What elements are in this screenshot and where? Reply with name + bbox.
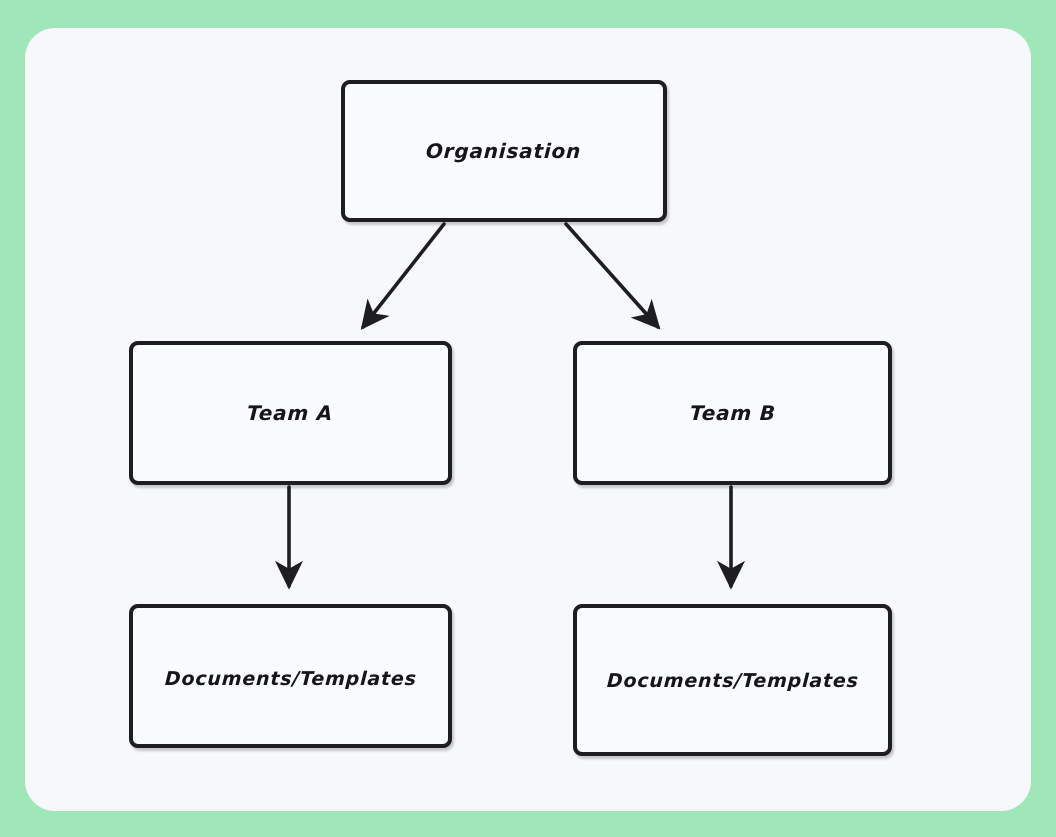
node-documents-templates-right-label: Documents/Templates	[606, 670, 859, 692]
node-organisation-label: Organisation	[425, 139, 583, 163]
node-team-a-label: Team A	[246, 401, 335, 425]
node-documents-templates-right[interactable]: Documents/Templates	[573, 604, 892, 756]
node-team-b[interactable]: Team B	[573, 341, 892, 485]
node-organisation[interactable]: Organisation	[341, 80, 667, 222]
node-team-a[interactable]: Team A	[129, 341, 452, 485]
node-documents-templates-left[interactable]: Documents/Templates	[129, 604, 452, 748]
node-documents-templates-left-label: Documents/Templates	[164, 668, 417, 690]
node-team-b-label: Team B	[688, 401, 777, 425]
